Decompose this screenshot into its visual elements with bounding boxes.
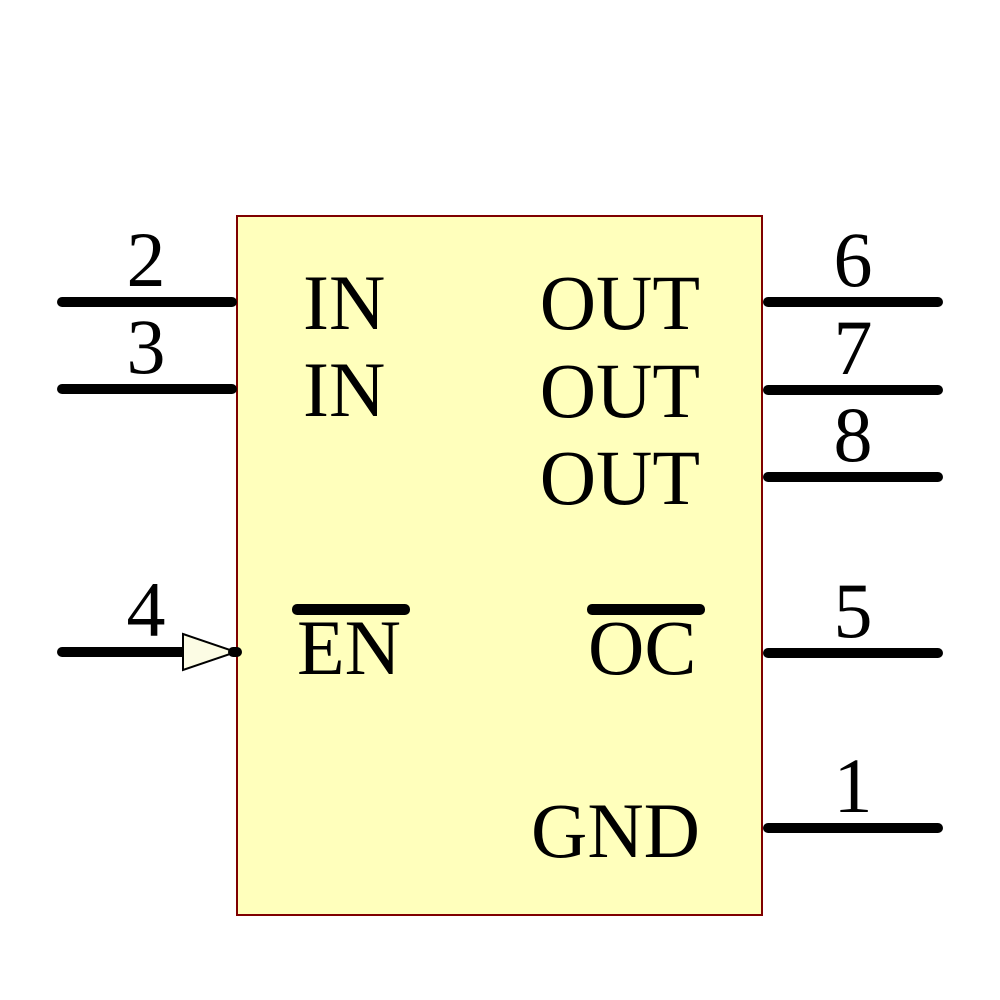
pin-7-label: OUT — [539, 347, 700, 434]
pin-8-wire[interactable] — [763, 472, 943, 482]
pin-8-label: OUT — [539, 434, 700, 521]
pin-6-wire[interactable] — [763, 297, 943, 307]
pin-4-label: EN — [297, 604, 401, 691]
active-low-input-triangle-icon — [182, 632, 239, 672]
pin-2-label: IN — [303, 259, 386, 346]
pin-1-wire[interactable] — [763, 823, 943, 833]
en-overline-bar — [292, 604, 410, 615]
pin-6-number: 6 — [833, 216, 873, 303]
oc-overline-bar — [587, 604, 705, 615]
pin-2-wire[interactable] — [57, 297, 237, 307]
pin-8-number: 8 — [833, 391, 873, 478]
pin-7-wire[interactable] — [763, 385, 943, 395]
ic-body[interactable] — [236, 215, 763, 916]
pin-2-number: 2 — [126, 216, 166, 303]
pin-3-label: IN — [303, 346, 386, 433]
pin-3-number: 3 — [126, 303, 166, 390]
pin-1-number: 1 — [833, 742, 873, 829]
pin-6-label: OUT — [539, 259, 700, 346]
pin-1-label: GND — [531, 787, 700, 874]
pin-3-wire[interactable] — [57, 384, 237, 394]
pin-5-wire[interactable] — [763, 648, 943, 658]
pin-5-number: 5 — [833, 567, 873, 654]
pin-4-number: 4 — [126, 566, 166, 653]
pin-7-number: 7 — [833, 304, 873, 391]
pin-4-connection-dot — [228, 647, 242, 657]
pin-4-wire[interactable] — [57, 647, 187, 657]
pin-5-label: OC — [588, 604, 697, 691]
